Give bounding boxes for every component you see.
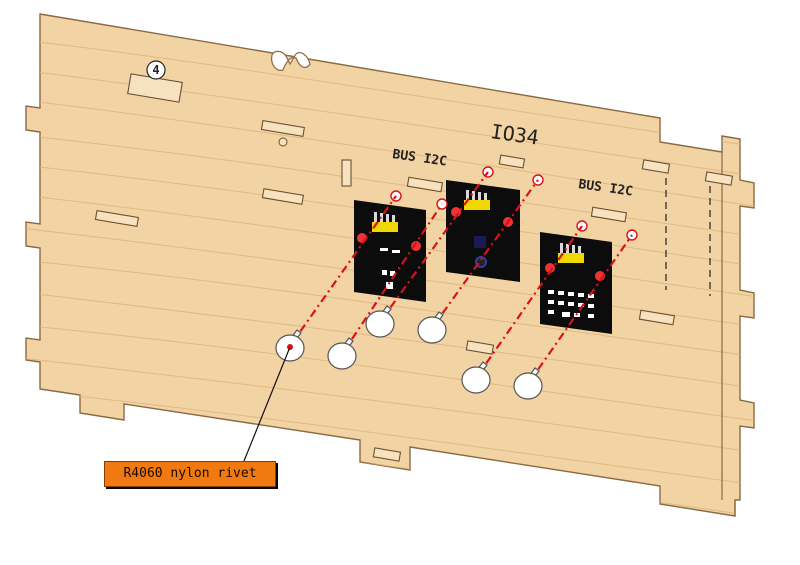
callout-leader: [243, 346, 291, 462]
small-hole: [278, 137, 288, 147]
rivet-icon: [365, 305, 395, 338]
hole-number-marker: 4: [146, 60, 166, 80]
slot: [372, 447, 402, 462]
slot: [465, 340, 495, 355]
sensor-module-left: [354, 200, 426, 302]
slot: [341, 159, 352, 187]
rivet-icon: [461, 361, 491, 394]
rivet-callout-label: R4060 nylon rivet: [104, 461, 276, 487]
assembly-lines: [289, 171, 633, 385]
slot: [94, 209, 140, 228]
slot: [638, 309, 676, 326]
sensor-module-right: [540, 232, 612, 334]
slot: [261, 188, 305, 205]
sensor-module-center: [446, 180, 520, 282]
top-notch: [271, 50, 311, 71]
panel-side-edge: [721, 152, 736, 516]
slot: [641, 159, 671, 174]
slot: [590, 206, 628, 223]
rivet-icon: [513, 367, 543, 400]
slot: [260, 119, 306, 138]
rivet-icon: [327, 337, 357, 370]
slots: [94, 73, 734, 462]
dashed-guides: [665, 178, 711, 296]
slot: [498, 154, 526, 169]
rivet-icon: [417, 311, 447, 344]
slot: [704, 171, 734, 186]
slot: [406, 176, 444, 193]
hole-number: 4: [152, 63, 159, 77]
